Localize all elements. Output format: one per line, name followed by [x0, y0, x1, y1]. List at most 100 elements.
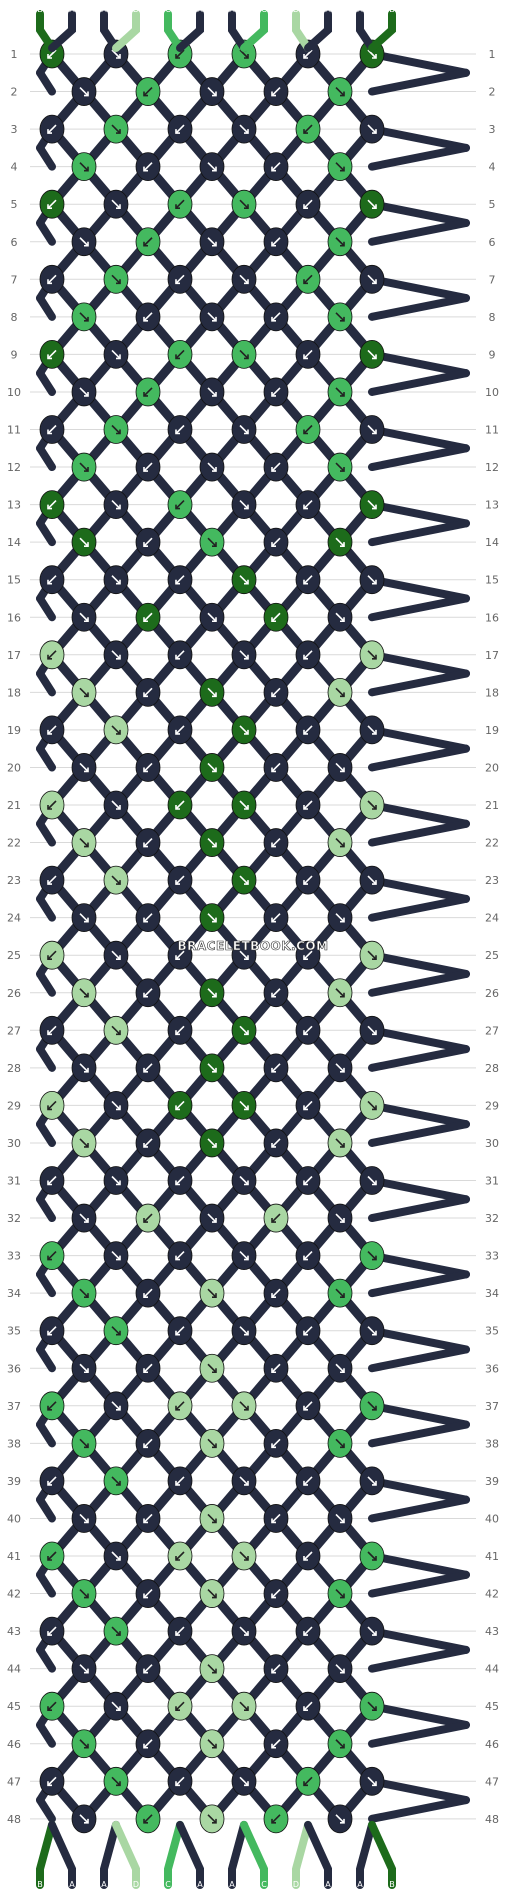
- knot-arrow: [271, 1363, 281, 1373]
- knot-arrow-head: [340, 1743, 345, 1749]
- knot-arrow-head: [212, 391, 217, 397]
- edge-segment: [36, 1420, 56, 1448]
- knot-arrow-head: [340, 1443, 345, 1449]
- knot-arrow-head: [175, 129, 180, 134]
- knot-arrow: [175, 500, 185, 510]
- knot-arrow: [207, 913, 217, 923]
- row-number-right: 43: [485, 1625, 499, 1638]
- knot-arrow-head: [175, 1405, 180, 1411]
- row-number-right: 3: [489, 123, 496, 136]
- knot-arrow: [367, 1776, 377, 1786]
- knot-arrow: [111, 575, 121, 585]
- edge-segment: [36, 218, 56, 246]
- knot-arrow: [47, 49, 57, 59]
- knot-arrow-head: [116, 955, 121, 961]
- knot-arrow: [143, 1213, 153, 1223]
- edge-segment: [368, 200, 470, 227]
- knot-arrow-head: [212, 692, 217, 698]
- strand-label-bottom: C: [261, 1880, 267, 1889]
- knot-arrow-head: [175, 429, 180, 435]
- knot-arrow: [303, 1701, 313, 1711]
- knot-arrow-head: [143, 91, 148, 97]
- row-number-left: 26: [7, 987, 21, 1000]
- knot-arrow: [239, 274, 249, 284]
- strand-tail-top: [304, 10, 332, 52]
- knot-arrow: [111, 1025, 121, 1035]
- knot-arrow-head: [116, 1631, 121, 1636]
- knot-arrow: [207, 1664, 217, 1674]
- row-number-left: 25: [7, 949, 21, 962]
- row-number-right: 33: [485, 1250, 499, 1263]
- strand-tail-bottom: [368, 1820, 396, 1889]
- knot-arrow: [111, 424, 121, 435]
- strand-label-top: A: [69, 5, 75, 14]
- knot-arrow: [79, 162, 89, 172]
- edge-segment: [368, 744, 470, 772]
- row-number-right: 32: [485, 1212, 499, 1225]
- knot-arrow: [239, 124, 249, 134]
- knot-arrow-head: [212, 1743, 217, 1749]
- knot-arrow: [335, 612, 345, 622]
- knot-arrow: [367, 349, 377, 359]
- strand-label-top: A: [101, 5, 107, 14]
- knot-arrow: [207, 1588, 217, 1599]
- knot-arrow-head: [212, 617, 217, 623]
- knot-arrow-head: [175, 1480, 180, 1486]
- edge-segment: [368, 143, 470, 171]
- knot-arrow: [303, 1025, 313, 1035]
- knot-arrow: [111, 1326, 121, 1336]
- knot-arrow-head: [84, 1593, 89, 1599]
- row-number-right: 40: [485, 1512, 499, 1525]
- knot-arrow: [271, 1739, 281, 1749]
- knot-arrow: [335, 1588, 345, 1599]
- knot-arrow-head: [175, 1255, 180, 1261]
- edge-segment: [36, 819, 56, 847]
- knot-arrow: [367, 274, 377, 284]
- knot-arrow-head: [340, 166, 345, 172]
- knot-arrow: [303, 500, 313, 510]
- knot-arrow: [367, 1551, 377, 1561]
- row-number-right: 34: [485, 1287, 499, 1300]
- knot-arrow: [111, 1626, 121, 1636]
- knot-arrow: [207, 988, 217, 998]
- knot-arrow-head: [340, 1142, 345, 1148]
- knot-arrow: [79, 1739, 89, 1749]
- strand-tail-bottom: [304, 1820, 332, 1889]
- knot-arrow: [271, 1138, 281, 1148]
- knot-arrow: [271, 86, 281, 97]
- strand-label-bottom: D: [293, 1880, 299, 1889]
- edge-segment: [368, 68, 470, 96]
- row-number-right: 11: [485, 424, 499, 437]
- knot-arrow-head: [372, 1405, 377, 1411]
- knot-arrow-head: [143, 1142, 148, 1148]
- knot-arrow-head: [143, 692, 148, 698]
- edge-segment: [36, 1495, 56, 1523]
- knot-arrow: [367, 875, 377, 885]
- knot-arrow: [47, 650, 57, 660]
- knot-arrow-head: [47, 805, 52, 810]
- knot-arrow-head: [212, 467, 217, 472]
- knot-arrow-head: [212, 1293, 217, 1298]
- knot-arrow: [143, 537, 153, 547]
- edge-segment: [368, 1645, 470, 1673]
- row-number-left: 24: [7, 912, 21, 925]
- row-number-left: 41: [7, 1550, 21, 1563]
- knot-arrow-head: [143, 992, 148, 998]
- knot-arrow: [47, 800, 57, 810]
- knot-arrow: [271, 762, 281, 773]
- knot-arrow-head: [212, 1518, 217, 1524]
- knot-arrow: [335, 1513, 345, 1524]
- knot-arrow: [335, 988, 345, 998]
- knot-arrow: [111, 725, 121, 735]
- knot-arrow: [335, 1739, 345, 1749]
- row-number-right: 17: [485, 649, 499, 662]
- knot-arrow-head: [84, 692, 89, 698]
- knot-arrow-head: [116, 279, 121, 285]
- knot-arrow: [335, 1213, 345, 1223]
- strand-label-bottom: A: [229, 1880, 235, 1889]
- knot-arrow: [47, 124, 57, 134]
- knot-arrow-head: [143, 767, 148, 773]
- knot-arrow-head: [372, 204, 377, 209]
- knot-arrow-head: [47, 1255, 52, 1261]
- knot-arrow-head: [143, 1293, 148, 1298]
